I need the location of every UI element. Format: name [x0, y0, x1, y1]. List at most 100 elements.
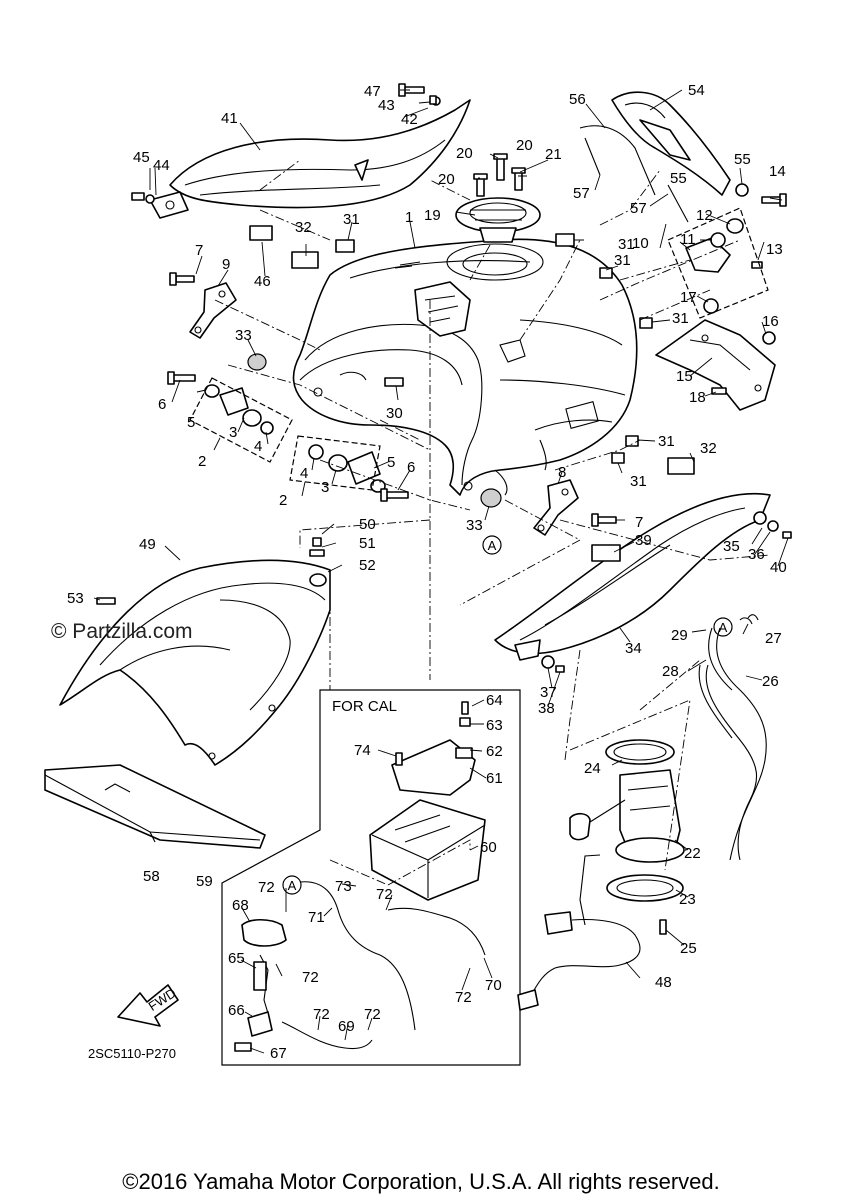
callout-55b: 55	[670, 170, 687, 187]
ref-marker-a-2-label: A	[719, 620, 728, 635]
callout-1: 1	[405, 209, 413, 226]
callout-58: 58	[143, 868, 160, 885]
callout-15: 15	[676, 368, 693, 385]
callout-55a: 55	[734, 151, 751, 168]
callout-42: 42	[401, 111, 418, 128]
callout-56: 56	[569, 91, 586, 108]
callout-5a: 5	[187, 414, 195, 431]
ref-marker-a-3	[282, 875, 302, 895]
callout-36: 36	[748, 546, 765, 563]
callout-52: 52	[359, 557, 376, 574]
callout-73: 73	[335, 878, 352, 895]
callout-28: 28	[662, 663, 679, 680]
callout-34: 34	[625, 640, 642, 657]
left-upper-cover	[131, 83, 471, 241]
callout-22: 22	[684, 845, 701, 862]
callout-12: 12	[696, 207, 713, 224]
fuel-tank	[292, 238, 638, 496]
callout-21: 21	[545, 146, 562, 163]
callout-3b: 3	[321, 479, 329, 496]
callout-54: 54	[688, 82, 705, 99]
callout-33b: 33	[466, 517, 483, 534]
callout-72d: 72	[455, 989, 472, 1006]
callout-43: 43	[378, 97, 395, 114]
callout-31a: 31	[343, 211, 360, 228]
callout-25: 25	[680, 940, 697, 957]
callout-69: 69	[338, 1018, 355, 1035]
callout-11: 11	[680, 231, 696, 248]
callout-18: 18	[689, 389, 706, 406]
callout-70: 70	[485, 977, 502, 994]
callout-31f: 31	[630, 473, 647, 490]
ref-marker-a-3-label: A	[288, 878, 297, 893]
callout-17: 17	[680, 289, 697, 306]
callout-3a: 3	[229, 424, 237, 441]
callout-6b: 6	[407, 459, 415, 476]
leader-lines	[93, 89, 789, 1054]
callout-33a: 33	[235, 327, 252, 344]
callout-72c: 72	[302, 969, 319, 986]
callout-72f: 72	[364, 1006, 381, 1023]
for-cal-label: FOR CAL	[332, 698, 397, 715]
rear-cowl	[59, 537, 331, 766]
callout-72b: 72	[376, 886, 393, 903]
seat-pieces	[44, 764, 266, 849]
callout-74: 74	[354, 742, 371, 759]
breather-hoses	[698, 617, 767, 861]
small-labels-clips	[291, 233, 695, 475]
callout-19: 19	[424, 207, 441, 224]
watermark: © Partzilla.com	[51, 620, 193, 643]
callout-59: 59	[196, 873, 213, 890]
callout-26: 26	[762, 673, 779, 690]
callout-10: 10	[632, 235, 649, 252]
callout-39: 39	[635, 532, 652, 549]
callout-8: 8	[558, 464, 566, 481]
callout-37: 37	[540, 684, 557, 701]
callout-2a: 2	[198, 453, 206, 470]
diagram-code: 2SC5110-P270	[88, 1046, 176, 1061]
callout-2b: 2	[279, 492, 287, 509]
callout-6a: 6	[158, 396, 166, 413]
callout-13: 13	[766, 241, 783, 258]
callout-63: 63	[486, 717, 503, 734]
callout-23: 23	[679, 891, 696, 908]
callout-62: 62	[486, 743, 503, 760]
callout-38: 38	[538, 700, 555, 717]
ref-marker-a-1-label: A	[488, 538, 497, 553]
callout-9: 9	[222, 256, 230, 273]
fwd-arrow: FWD	[117, 984, 179, 1027]
callout-32b: 32	[700, 440, 717, 457]
callout-64: 64	[486, 692, 503, 709]
callout-71: 71	[308, 909, 325, 926]
callout-66: 66	[228, 1002, 245, 1019]
callout-53: 53	[67, 590, 84, 607]
for-cal-box	[221, 689, 521, 1066]
callout-20c: 20	[438, 171, 455, 188]
callout-51: 51	[359, 535, 376, 552]
reference-markers: A A A	[282, 535, 733, 895]
callout-31d: 31	[672, 310, 689, 327]
callout-30: 30	[386, 405, 403, 422]
fuel-pump-assembly	[517, 739, 685, 1011]
callout-24: 24	[584, 760, 601, 777]
callout-47: 47	[364, 83, 381, 100]
callout-20b: 20	[516, 137, 533, 154]
callout-45: 45	[133, 149, 150, 166]
callout-46: 46	[254, 273, 271, 290]
callout-31c: 31	[614, 252, 631, 269]
callout-35: 35	[723, 538, 740, 555]
callout-60: 60	[480, 839, 497, 856]
assembly-center-lines	[214, 159, 771, 886]
callout-44: 44	[153, 157, 170, 174]
callout-49: 49	[139, 536, 156, 553]
callout-27: 27	[765, 630, 782, 647]
callout-48: 48	[655, 974, 672, 991]
callout-67: 67	[270, 1045, 287, 1062]
callout-20a: 20	[456, 145, 473, 162]
callout-65: 65	[228, 950, 245, 967]
callout-68: 68	[232, 897, 249, 914]
callout-4b: 4	[300, 465, 308, 482]
ref-marker-a-2	[713, 617, 733, 637]
callout-5b: 5	[387, 454, 395, 471]
